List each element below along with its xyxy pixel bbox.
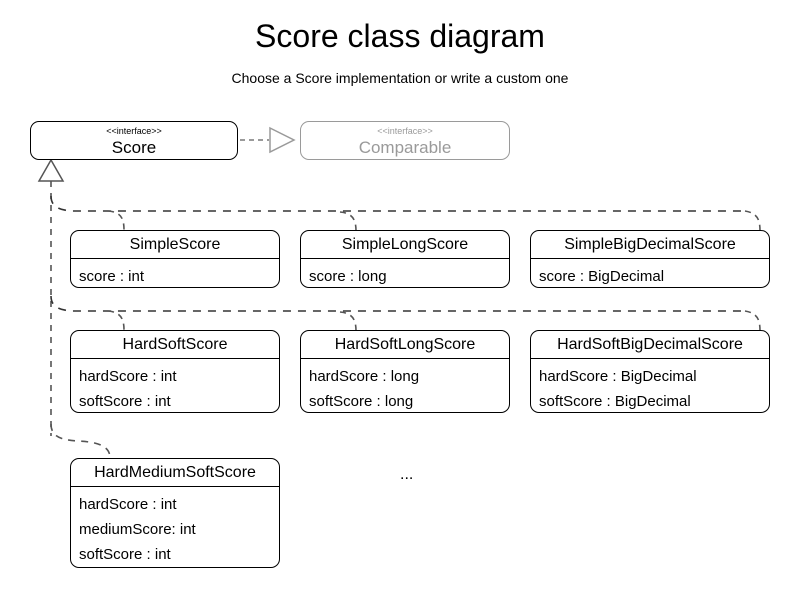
- edge-drop-hard-soft-long-score: [339, 311, 357, 332]
- class-name: SimpleLongScore: [301, 231, 509, 259]
- class-name: HardSoftBigDecimalScore: [531, 331, 769, 359]
- class-attribute: score : long: [309, 268, 387, 285]
- class-box-hard-soft-score[interactable]: HardSoftScore hardScore : int softScore …: [70, 330, 280, 413]
- edge-drop-simple-score: [107, 210, 125, 231]
- class-attribute: hardScore : int: [79, 496, 177, 513]
- class-attribute: hardScore : BigDecimal: [539, 368, 697, 385]
- class-attributes: score : BigDecimal: [531, 259, 769, 287]
- class-attributes: score : long: [301, 259, 509, 287]
- class-attribute: hardScore : int: [79, 368, 177, 385]
- interface-box-score[interactable]: <<interface>> Score: [30, 121, 238, 160]
- class-box-simple-score[interactable]: SimpleScore score : int: [70, 230, 280, 288]
- generalization-arrowhead: [37, 158, 65, 182]
- interface-box-comparable[interactable]: <<interface>> Comparable: [300, 121, 510, 160]
- class-name: SimpleBigDecimalScore: [531, 231, 769, 259]
- class-attribute: score : BigDecimal: [539, 268, 665, 285]
- edge-score-realizes-comparable: [240, 126, 296, 154]
- interface-stereotype: <<interface>>: [377, 126, 433, 136]
- edge-branch-hard-medium-soft-score: [50, 423, 111, 459]
- class-box-hard-soft-long-score[interactable]: HardSoftLongScore hardScore : long softS…: [300, 330, 510, 413]
- edge-branch-row2: [50, 295, 745, 312]
- more-classes-ellipsis: ...: [400, 466, 414, 483]
- class-attribute: mediumScore: int: [79, 521, 196, 538]
- class-attributes: hardScore : long softScore : long: [301, 359, 509, 412]
- edge-drop-hard-soft-big-decimal-score: [744, 310, 761, 332]
- class-attribute: score : int: [79, 268, 145, 285]
- page-subtitle: Choose a Score implementation or write a…: [231, 70, 569, 86]
- class-attributes: score : int: [71, 259, 279, 287]
- class-attributes: hardScore : BigDecimal softScore : BigDe…: [531, 359, 769, 412]
- class-box-simple-long-score[interactable]: SimpleLongScore score : long: [300, 230, 510, 288]
- class-attribute: hardScore : long: [309, 368, 420, 385]
- interface-stereotype: <<interface>>: [106, 126, 162, 136]
- class-attributes: hardScore : int softScore : int: [71, 359, 279, 412]
- class-box-hard-medium-soft-score[interactable]: HardMediumSoftScore hardScore : int medi…: [70, 458, 280, 568]
- edge-drop-simple-long-score: [339, 211, 357, 232]
- interface-name: Score: [111, 138, 157, 157]
- class-attribute: softScore : long: [309, 393, 414, 410]
- class-box-simple-big-decimal-score[interactable]: SimpleBigDecimalScore score : BigDecimal: [530, 230, 770, 288]
- edge-branch-row1: [50, 195, 745, 212]
- class-name: HardSoftLongScore: [301, 331, 509, 359]
- page-title: Score class diagram: [255, 18, 545, 54]
- class-attribute: softScore : BigDecimal: [539, 393, 691, 410]
- edge-drop-hard-soft-score: [107, 310, 125, 331]
- class-attribute: softScore : int: [79, 393, 171, 410]
- class-name: HardSoftScore: [71, 331, 279, 359]
- class-name: HardMediumSoftScore: [71, 459, 279, 487]
- class-name: SimpleScore: [71, 231, 279, 259]
- class-attributes: hardScore : int mediumScore: int softSco…: [71, 487, 279, 567]
- edge-drop-simple-big-decimal-score: [744, 210, 761, 232]
- interface-name: Comparable: [358, 138, 452, 157]
- class-box-hard-soft-big-decimal-score[interactable]: HardSoftBigDecimalScore hardScore : BigD…: [530, 330, 770, 413]
- class-attribute: softScore : int: [79, 546, 171, 563]
